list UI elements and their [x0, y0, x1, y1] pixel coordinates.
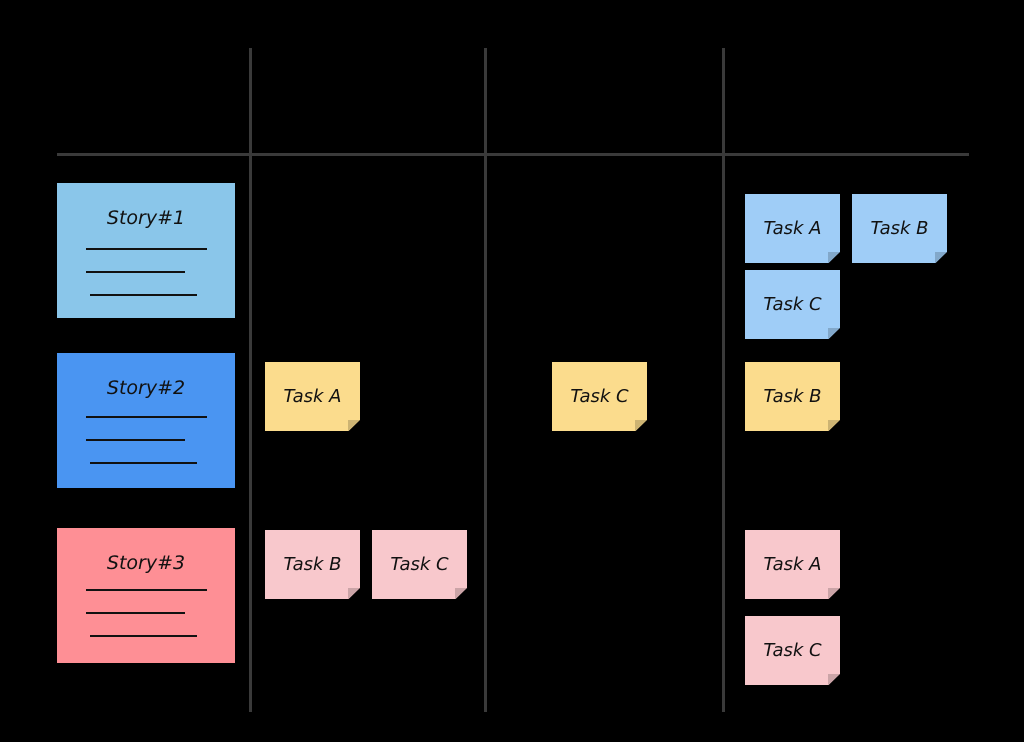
task-card-story1-c[interactable]: Task C [745, 270, 840, 339]
task-card-story2-a[interactable]: Task A [265, 362, 360, 431]
story-text-line [86, 271, 185, 273]
task-card-story3-c[interactable]: Task C [372, 530, 467, 599]
task-card-story1-a[interactable]: Task A [745, 194, 840, 263]
column-divider-3 [722, 48, 725, 712]
story-text-line [86, 439, 185, 441]
story-title: Story#3 [106, 552, 186, 574]
story-card-2[interactable]: Story#2 [57, 353, 235, 488]
story-text-line [90, 635, 197, 637]
story-text-line [86, 416, 207, 418]
task-card-story2-c[interactable]: Task C [552, 362, 647, 431]
story-title: Story#2 [106, 377, 186, 399]
task-card-story1-b[interactable]: Task B [852, 194, 947, 263]
column-divider-1 [249, 48, 252, 712]
header-divider [57, 153, 969, 156]
column-divider-2 [484, 48, 487, 712]
story-text-line [90, 294, 197, 296]
story-card-3[interactable]: Story#3 [57, 528, 235, 663]
story-text-line [86, 589, 207, 591]
task-card-story2-b[interactable]: Task B [745, 362, 840, 431]
story-card-1[interactable]: Story#1 [57, 183, 235, 318]
task-card-story3-c-2[interactable]: Task C [745, 616, 840, 685]
story-text-line [90, 462, 197, 464]
story-text-line [86, 248, 207, 250]
task-card-story3-a[interactable]: Task A [745, 530, 840, 599]
task-card-story3-b[interactable]: Task B [265, 530, 360, 599]
story-title: Story#1 [106, 207, 186, 229]
story-text-line [86, 612, 185, 614]
